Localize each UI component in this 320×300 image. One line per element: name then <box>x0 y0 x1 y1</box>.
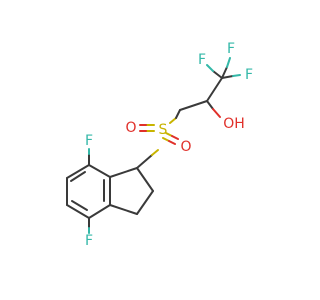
benzene-ring <box>66 164 111 219</box>
atom-f2: F <box>227 41 235 57</box>
atom-o-left: O <box>125 120 136 136</box>
bond <box>136 190 154 215</box>
bond <box>206 77 223 102</box>
bond <box>66 164 90 179</box>
bond <box>226 57 231 68</box>
atom-oh: OH <box>223 116 245 132</box>
bond <box>175 109 181 119</box>
bond <box>165 132 173 137</box>
double-bond-inner <box>70 171 86 182</box>
atom-f3: F <box>245 67 253 83</box>
bond <box>221 66 228 79</box>
bond <box>169 117 177 124</box>
bond <box>221 75 234 79</box>
bond <box>212 70 223 79</box>
atom-f1: F <box>198 52 206 68</box>
bond <box>151 149 159 156</box>
bond <box>212 108 221 118</box>
double-bond-inner <box>71 200 88 211</box>
atom-f-top: F <box>85 133 93 149</box>
bond <box>109 167 138 178</box>
five-membered-ring <box>109 167 154 215</box>
bond <box>88 204 111 219</box>
bond <box>232 74 241 77</box>
bond <box>168 140 176 145</box>
molecule-svg: F F S O O OH F F F <box>66 41 253 249</box>
bond <box>109 204 138 215</box>
bond <box>171 135 179 140</box>
atom-o-bottom: O <box>180 139 191 155</box>
molecule-diagram: F F S O O OH F F F <box>66 41 254 249</box>
bond <box>66 204 90 219</box>
bond <box>206 64 214 72</box>
bond <box>136 167 154 192</box>
bond <box>206 100 214 110</box>
bond <box>88 164 111 178</box>
atom-s: S <box>159 122 168 138</box>
bond <box>162 137 170 142</box>
atom-f-bottom: F <box>85 233 93 249</box>
bond <box>179 100 208 111</box>
bond <box>136 154 153 169</box>
